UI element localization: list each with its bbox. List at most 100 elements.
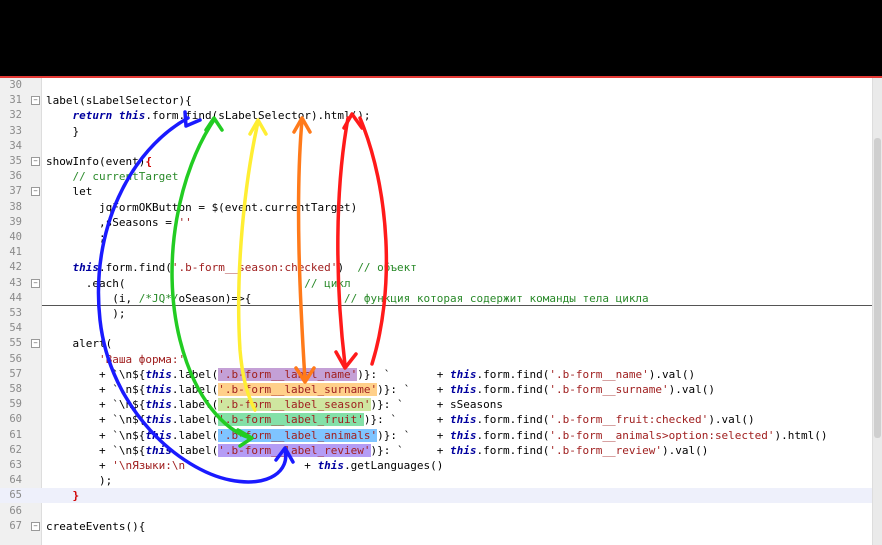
code-line-38[interactable]: 38 jqFormOKButton = $(event.currentTarge… [0, 200, 872, 215]
code-text[interactable]: alert( [46, 336, 112, 351]
fold-toggle-icon[interactable]: − [31, 521, 40, 531]
code-token: '.b-form__season:checked' [171, 261, 338, 275]
line-number: 44 [9, 291, 22, 304]
code-text[interactable]: + `\n${this.label('.b-form__label_fruit'… [46, 412, 755, 427]
code-line-40[interactable]: 40 ; [0, 230, 872, 245]
code-text[interactable]: (i, /*JQ*/oSeason)=>{ // функция которая… [46, 291, 648, 306]
scrollbar-thumb[interactable] [874, 138, 881, 438]
fold-toggle-icon[interactable]: − [31, 157, 40, 166]
code-text[interactable]: label(sLabelSelector){ [46, 93, 192, 108]
fold-toggle-icon[interactable]: − [31, 187, 40, 197]
code-token: this [317, 459, 345, 472]
code-text[interactable]: // currentTarget [46, 169, 179, 184]
code-line-39[interactable]: 39 ,sSeasons = '' [0, 215, 872, 230]
fold-toggle-icon[interactable]: − [31, 339, 40, 349]
code-text[interactable]: showInfo(event){ [46, 154, 152, 169]
code-token: .label( [171, 367, 219, 381]
code-token: this [450, 383, 477, 396]
fold-toggle-icon[interactable]: − [31, 96, 40, 106]
code-line-53[interactable]: 53 ); [0, 306, 872, 321]
code-token: .label( [171, 428, 219, 442]
code-line-54[interactable]: 54 [0, 321, 872, 336]
code-line-58[interactable]: 58 + `\n${this.label('.b-form__label_sur… [0, 382, 872, 397]
code-line-55[interactable]: 55− alert( [0, 336, 872, 351]
code-token: .form.find( [476, 413, 550, 427]
code-text[interactable]: 'Ваша форма:' [46, 352, 185, 367]
code-text[interactable]: let [46, 184, 92, 199]
code-token: ).val() [648, 367, 696, 381]
code-line-35[interactable]: 35−showInfo(event){ [0, 154, 872, 169]
code-line-31[interactable]: 31−label(sLabelSelector){ [0, 93, 872, 108]
fold-toggle-icon[interactable]: − [31, 278, 40, 288]
code-text[interactable]: } [46, 488, 80, 503]
code-text[interactable]: ; [46, 230, 106, 245]
code-line-33[interactable]: 33 } [0, 124, 872, 139]
code-text[interactable]: + `\n${this.label('.b-form__label_season… [46, 397, 503, 412]
code-line-32[interactable]: 32 return this.form.find(sLabelSelector)… [0, 108, 872, 123]
code-token: this [145, 443, 172, 457]
code-token: + `\n${ [46, 413, 146, 427]
code-text[interactable]: + `\n${this.label('.b-form__label_animal… [46, 428, 828, 443]
code-token: )}: ` + [377, 428, 451, 442]
code-text[interactable]: this.form.find('.b-form__season:checked'… [46, 260, 417, 275]
line-number: 39 [9, 215, 22, 228]
code-line-44[interactable]: 44 (i, /*JQ*/oSeason)=>{ // функция кото… [0, 291, 872, 306]
code-token [46, 109, 73, 122]
code-token: '.b-form__name' [549, 367, 649, 381]
code-text[interactable]: + `\n${this.label('.b-form__label_name')… [46, 367, 695, 382]
line-number: 57 [9, 367, 22, 380]
code-token: this [450, 413, 477, 427]
code-line-60[interactable]: 60 + `\n${this.label('.b-form__label_fru… [0, 412, 872, 427]
code-line-65[interactable]: 65 } [0, 488, 872, 504]
code-line-37[interactable]: 37− let [0, 184, 872, 199]
code-line-64[interactable]: 64 ); [0, 473, 872, 488]
code-line-62[interactable]: 62 + `\n${this.label('.b-form__label_rev… [0, 443, 872, 458]
code-line-57[interactable]: 57 + `\n${this.label('.b-form__label_nam… [0, 367, 872, 382]
code-line-43[interactable]: 43− .each( // цикл [0, 276, 872, 291]
code-line-30[interactable]: 30 [0, 78, 872, 93]
code-token: '' [178, 215, 192, 229]
code-token: } [72, 489, 80, 503]
code-token: ; [46, 231, 106, 244]
code-token: '.b-form__review' [549, 443, 662, 457]
code-text[interactable]: jqFormOKButton = $(event.currentTarget) [46, 200, 357, 215]
code-token: .label( [171, 383, 219, 396]
code-token [112, 109, 119, 122]
code-text[interactable]: createEvents(){ [46, 519, 145, 534]
code-token: .form.find( [476, 443, 550, 457]
code-text[interactable]: + `\n${this.label('.b-form__label_review… [46, 443, 708, 458]
code-token: '.b-form__label_name' [218, 367, 358, 381]
code-text[interactable]: + '\nЯзыки:\n' + this.getLanguages() [46, 458, 443, 473]
code-line-36[interactable]: 36 // currentTarget [0, 169, 872, 184]
code-token: ); [46, 307, 126, 320]
code-text[interactable]: ); [46, 473, 112, 488]
code-line-42[interactable]: 42 this.form.find('.b-form__season:check… [0, 260, 872, 275]
code-line-63[interactable]: 63 + '\nЯзыки:\n' + this.getLanguages() [0, 458, 872, 473]
code-text[interactable]: .each( // цикл [46, 276, 351, 291]
line-number: 59 [9, 398, 22, 411]
code-line-59[interactable]: 59 + `\n${this.label('.b-form__label_sea… [0, 397, 872, 412]
code-token: + `\n${ [46, 383, 146, 396]
code-token: oSeason)=>{ [178, 291, 252, 305]
code-text[interactable]: + `\n${this.label('.b-form__label_surnam… [46, 382, 715, 397]
line-number: 35 [9, 155, 22, 167]
code-token: this [145, 413, 172, 427]
code-text[interactable]: } [46, 124, 79, 139]
line-number: 58 [9, 383, 22, 395]
code-token: ).val() [661, 443, 709, 457]
code-line-56[interactable]: 56 'Ваша форма:' [0, 352, 872, 367]
code-text[interactable]: ); [46, 306, 125, 321]
code-token: this [145, 428, 172, 442]
code-line-61[interactable]: 61 + `\n${this.label('.b-form__label_ani… [0, 428, 872, 443]
code-text[interactable]: return this.form.find(sLabelSelector).ht… [46, 108, 371, 123]
code-line-67[interactable]: 67−createEvents(){ [0, 519, 872, 534]
code-token: .label( [171, 398, 219, 412]
code-token: + `\n${ [46, 428, 146, 442]
code-line-41[interactable]: 41 [0, 245, 872, 260]
code-text[interactable]: ,sSeasons = '' [46, 215, 192, 230]
code-line-66[interactable]: 66 [0, 504, 872, 519]
line-number: 36 [9, 170, 22, 183]
code-line-34[interactable]: 34 [0, 139, 872, 154]
vertical-scrollbar[interactable] [872, 78, 882, 545]
